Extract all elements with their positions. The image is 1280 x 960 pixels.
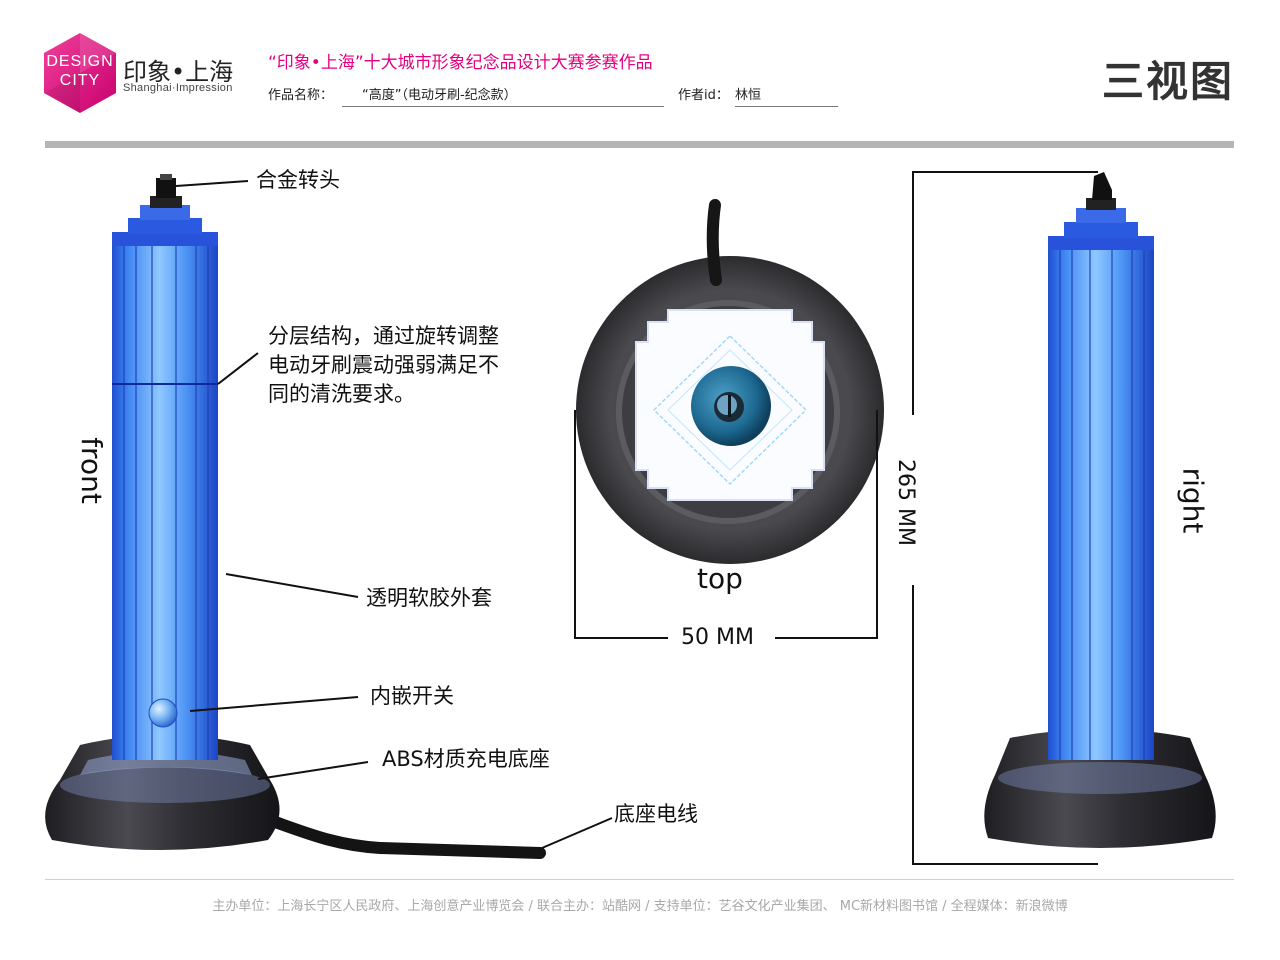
- dimension-height-label: 265 MM: [892, 459, 918, 546]
- logo-text: DESIGN CITY: [46, 53, 114, 89]
- view-label-right: right: [1176, 467, 1210, 534]
- dimension-height-bottom: [912, 585, 1098, 865]
- leader-alloy-head: [175, 180, 249, 187]
- work-name-value: “高度”（电动牙刷-纪念款）: [342, 84, 664, 107]
- leader-base-cable: [541, 817, 613, 849]
- dimension-height-top: [912, 171, 1098, 415]
- dimension-width-label: 50 MM: [681, 625, 754, 650]
- label-embedded-switch: 内嵌开关: [370, 684, 454, 708]
- top-view-toothbrush: [576, 199, 884, 564]
- dimension-width-left: [574, 410, 668, 639]
- right-view-toothbrush: [984, 172, 1216, 848]
- brand-name-cn: 印象•上海: [123, 58, 234, 86]
- view-label-front: front: [74, 437, 108, 504]
- contest-title: “印象•上海”十大城市形象纪念品设计大赛参赛作品: [268, 53, 653, 73]
- label-alloy-head: 合金转头: [256, 168, 340, 192]
- front-view-toothbrush: [45, 174, 546, 859]
- work-name-label: 作品名称：: [268, 88, 334, 103]
- logo-hexagon-icon: [44, 33, 116, 113]
- page-title: 三视图: [1101, 57, 1234, 106]
- label-abs-base: ABS材质充电底座: [382, 747, 550, 771]
- leader-layered-structure: [217, 352, 259, 385]
- label-base-cable: 底座电线: [614, 802, 698, 826]
- brand-name-en: Shanghai·Impression: [123, 82, 233, 94]
- leader-switch: [189, 696, 359, 712]
- header-divider: [45, 141, 1234, 148]
- footer-divider: [45, 879, 1234, 880]
- view-label-top: top: [697, 562, 743, 595]
- author-value: 林恒: [735, 84, 838, 107]
- footer-credits: 主办单位：上海长宁区人民政府、上海创意产业博览会 / 联合主办：站酷网 / 支持…: [212, 899, 1068, 914]
- label-soft-sleeve: 透明软胶外套: [366, 586, 492, 610]
- dimension-width-right: [775, 410, 878, 639]
- label-layered-structure: 分层结构，通过旋转调整 电动牙刷震动强弱满足不 同的清洗要求。: [268, 324, 499, 406]
- leader-abs-base: [257, 761, 369, 780]
- author-label: 作者id：: [678, 88, 729, 103]
- leader-soft-sleeve: [225, 573, 359, 598]
